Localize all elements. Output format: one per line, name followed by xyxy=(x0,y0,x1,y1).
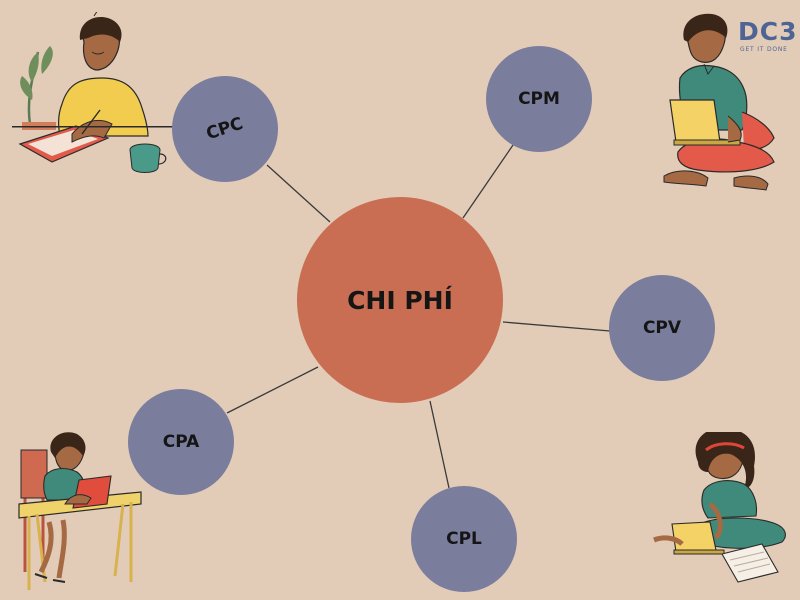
node-cpv-label: CPV xyxy=(642,318,682,338)
brand-logo: DC3 GET IT DONE xyxy=(738,17,798,58)
node-cpm: CPM xyxy=(486,46,592,152)
center-node: CHI PHÍ xyxy=(297,197,503,403)
man-with-laptop-icon xyxy=(663,13,775,191)
connector-cpc xyxy=(266,164,331,223)
node-cpc: CPC xyxy=(172,76,278,182)
logo-tagline: GET IT DONE xyxy=(740,46,788,53)
woman-at-desk-with-laptop-icon xyxy=(18,432,142,590)
connector-cpm xyxy=(462,144,514,219)
connector-cpl xyxy=(429,400,450,489)
node-cpc-label: CPC xyxy=(204,113,246,145)
woman-drawing-on-tablet-icon xyxy=(12,12,177,173)
node-cpl-label: CPL xyxy=(446,529,482,549)
center-node-label: CHI PHÍ xyxy=(347,285,453,315)
node-cpv: CPV xyxy=(609,275,715,381)
woman-sitting-with-laptop-icon xyxy=(653,432,786,583)
logo-mark: DC3 xyxy=(738,17,798,46)
connector-cpv xyxy=(502,321,611,332)
node-cpm-label: CPM xyxy=(518,89,560,109)
connector-cpa xyxy=(226,366,319,414)
node-cpa-label: CPA xyxy=(162,432,200,452)
node-cpl: CPL xyxy=(411,486,517,592)
node-cpa: CPA xyxy=(128,389,234,495)
